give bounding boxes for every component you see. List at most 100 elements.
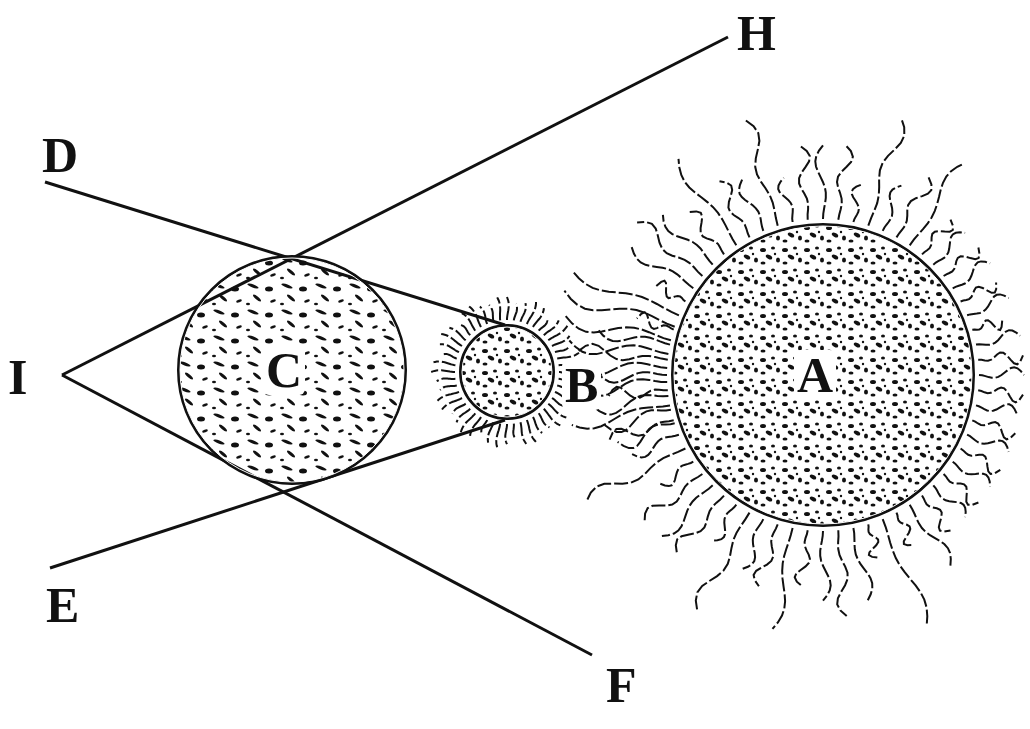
ray-stroke <box>815 145 826 219</box>
ray-stroke <box>505 424 507 444</box>
point-label: F <box>606 660 637 710</box>
sun-rays <box>431 118 1024 629</box>
ray-stroke <box>837 145 853 220</box>
point-label: E <box>46 580 79 630</box>
ray-stroke <box>897 513 914 546</box>
ray-stroke <box>460 325 471 336</box>
ray-stroke <box>564 291 674 327</box>
body-label: A <box>794 350 836 400</box>
ray-stroke <box>440 386 457 390</box>
ray-stroke <box>720 181 750 237</box>
small-sun-circle: B <box>459 324 555 420</box>
ray-stroke <box>442 398 462 410</box>
ray-stroke <box>610 420 674 439</box>
point-label: D <box>42 130 78 180</box>
ray-stroke <box>507 297 509 320</box>
ray-stroke <box>656 281 685 302</box>
ray-stroke <box>566 316 671 340</box>
ray-stroke <box>497 297 500 320</box>
ray-stroke <box>539 413 550 427</box>
ray-stroke <box>431 370 455 372</box>
ray-stroke <box>514 304 517 321</box>
ray-stroke <box>933 232 965 264</box>
ray-stroke <box>434 362 456 366</box>
ray-stroke <box>953 261 990 288</box>
ray-stroke <box>852 185 861 222</box>
sun-circle: A <box>671 223 975 527</box>
ray-stroke <box>933 485 965 517</box>
ray-stroke <box>961 283 997 302</box>
ray-stroke <box>976 330 1020 345</box>
ray-stroke <box>961 449 1001 475</box>
ray-stroke <box>967 435 1009 452</box>
ray-stroke <box>739 180 763 231</box>
ray-stroke <box>972 320 1002 330</box>
ray-stroke <box>979 367 1024 378</box>
ray-stroke <box>868 118 904 226</box>
ray-stroke <box>548 326 567 341</box>
ray-stroke <box>555 346 570 352</box>
ray-stroke <box>663 215 713 265</box>
ray-stroke <box>820 531 831 601</box>
ray-stroke <box>533 417 542 433</box>
ray-stroke <box>437 379 456 382</box>
ray-stroke <box>440 344 459 352</box>
ray-stroke <box>883 186 902 231</box>
ray-stroke <box>441 334 462 346</box>
ray-stroke <box>457 409 471 423</box>
ray-stroke <box>521 303 526 322</box>
ray-stroke <box>470 417 481 436</box>
ray-stroke <box>544 320 559 335</box>
ray-stroke <box>632 435 679 458</box>
ray-stroke <box>637 312 674 330</box>
ray-stroke <box>662 485 713 536</box>
ray-stroke <box>533 308 544 327</box>
ray-stroke <box>557 353 579 359</box>
ray-stroke <box>897 177 932 237</box>
ray-stroke <box>527 420 536 442</box>
ray-stroke <box>978 353 1023 365</box>
ray-stroke <box>569 341 668 355</box>
ray-stroke <box>637 222 702 276</box>
ray-stroke <box>679 159 737 246</box>
ray-stroke <box>552 336 570 346</box>
ray-stroke <box>795 530 810 586</box>
ray-stroke <box>527 302 536 324</box>
ray-stroke <box>452 404 465 414</box>
body-label: B <box>562 360 601 410</box>
ray-stroke <box>972 420 1015 439</box>
ray-stroke <box>438 392 460 401</box>
ray-stroke <box>910 505 951 566</box>
ray-stroke <box>593 395 668 415</box>
ray-stroke <box>778 178 793 222</box>
ray-stroke <box>743 519 764 569</box>
ray-stroke <box>442 354 457 358</box>
ray-stroke <box>539 319 548 331</box>
ray-stroke <box>712 505 736 541</box>
ray-stroke <box>746 120 778 225</box>
ray-stroke <box>513 424 516 440</box>
ray-stroke <box>883 519 928 625</box>
ray-stroke <box>618 423 675 448</box>
planet-circle: C <box>177 255 407 485</box>
ray-stroke <box>944 248 980 277</box>
ray-stroke <box>976 404 1017 413</box>
ray-stroke <box>660 462 693 486</box>
ray-stroke <box>978 388 1023 403</box>
ray-stroke <box>922 496 951 532</box>
ray-stroke <box>632 247 694 288</box>
ray-stroke <box>967 294 1009 315</box>
ray-stroke <box>773 528 793 629</box>
point-label: I <box>8 352 27 402</box>
ray-stroke <box>837 530 847 616</box>
ray-stroke <box>521 422 527 444</box>
ray-stroke <box>868 524 878 557</box>
ray-stroke <box>799 146 810 220</box>
point-label: H <box>737 8 776 58</box>
ray-stroke <box>480 307 487 324</box>
ray-stroke <box>496 424 500 448</box>
ray-stroke <box>853 528 872 600</box>
ray-stroke <box>544 409 561 426</box>
ray-stroke <box>449 328 465 341</box>
ray-stroke <box>754 524 778 586</box>
